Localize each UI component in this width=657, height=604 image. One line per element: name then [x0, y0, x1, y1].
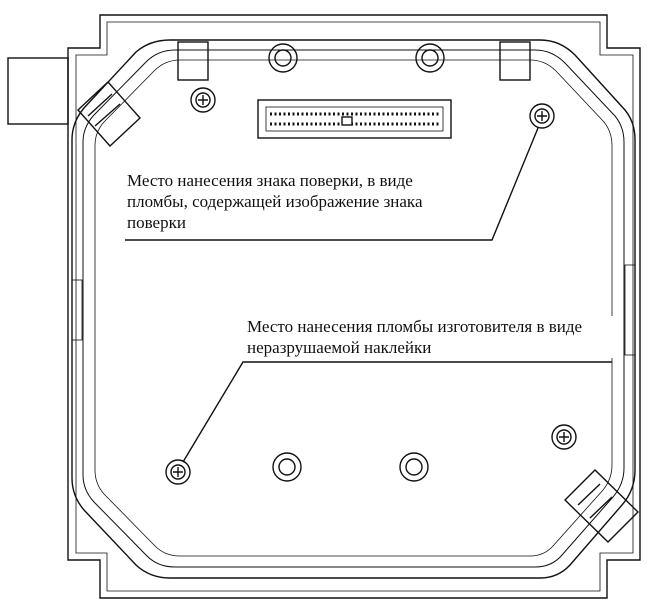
- leader-line-manufacturer: [182, 361, 612, 463]
- callout-verification-mark: Место нанесения знака поверки, в виде пл…: [127, 170, 467, 233]
- screw: [165, 87, 577, 485]
- clip-top-left: [177, 41, 209, 81]
- side-slots: [71, 264, 636, 356]
- latch-bottom-right: [564, 469, 639, 543]
- latch-top-left: [77, 80, 141, 148]
- callout-manufacturer-seal: Место нанесения пломбы изготовителя в ви…: [247, 316, 617, 358]
- inner-rim: [71, 39, 636, 579]
- connector: [257, 99, 452, 139]
- housing-frame: [67, 14, 641, 599]
- left-tab: [7, 57, 69, 125]
- leader-line-verification: [125, 127, 539, 241]
- clip-top-right: [499, 41, 531, 81]
- mounting-boss: [268, 43, 445, 482]
